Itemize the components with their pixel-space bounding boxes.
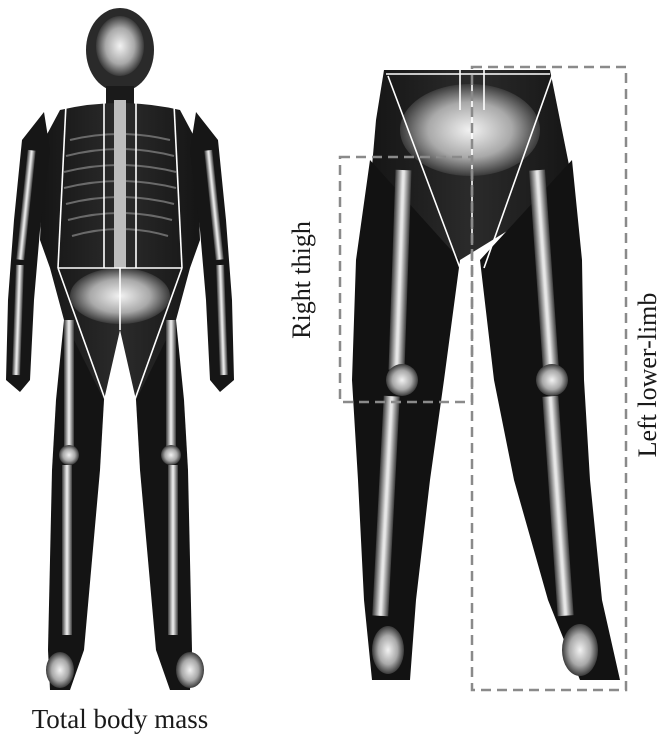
total-body-caption: Total body mass [32,704,209,734]
lower-left-foot [562,624,598,676]
left-knee [161,445,181,465]
spine [114,100,126,270]
left-lower-limb-label: Left lower-limb [633,293,662,458]
right-femur [64,320,74,450]
left-foot [176,652,204,688]
total-body-scan: Total body mass [6,8,234,734]
lower-right-knee [386,364,418,396]
right-thigh-label: Right thigh [287,221,316,339]
right-knee [59,445,79,465]
right-foot [46,652,74,688]
left-tibia [168,465,178,635]
lower-body-scan: Right thigh Left lower-limb [287,64,662,690]
skull-bone [96,16,144,76]
left-femur [166,320,176,450]
lower-right-foot [372,626,404,674]
lower-left-knee [536,364,568,396]
right-tibia [62,465,72,635]
